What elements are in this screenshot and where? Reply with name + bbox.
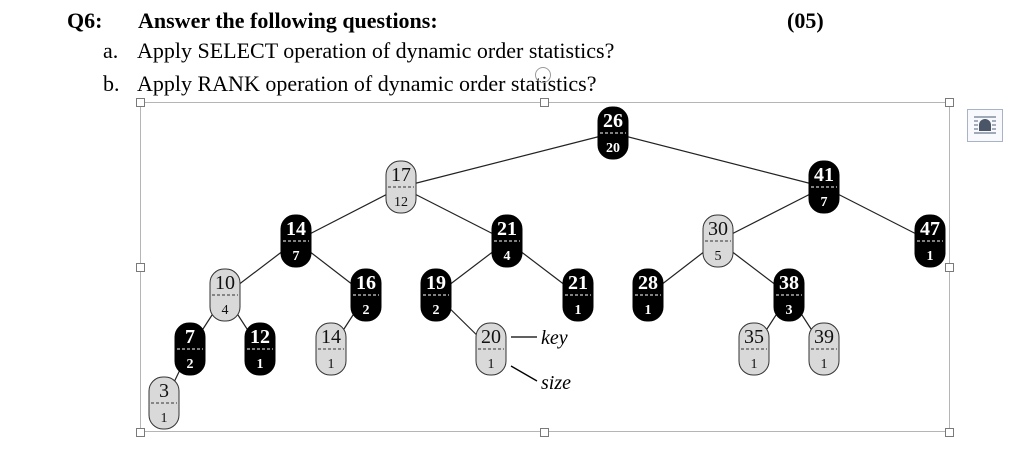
tree-node-n39: 39 1: [808, 322, 840, 376]
resize-handle-bottom-left[interactable]: [136, 428, 145, 437]
size-annotation: size: [541, 372, 571, 394]
resize-handle-right[interactable]: [945, 263, 954, 272]
tree-node-n20: 20 1: [475, 322, 507, 376]
rotate-handle-icon[interactable]: [535, 67, 551, 83]
node-size: 4: [222, 303, 229, 318]
tree-edge: [823, 186, 931, 242]
question-title: Answer the following questions:: [138, 8, 438, 33]
tree-node-n16: 16 2: [350, 268, 382, 322]
item-b-letter: b.: [103, 71, 120, 96]
tree-node-n38: 38 3: [773, 268, 805, 322]
tree-node-n12: 12 1: [244, 322, 276, 376]
node-key: 7: [185, 326, 195, 348]
resize-handle-bottom-right[interactable]: [945, 428, 954, 437]
node-size: 7: [821, 195, 828, 210]
tree-node-n28: 28 1: [632, 268, 664, 322]
item-a-letter: a.: [103, 38, 119, 63]
tree-node-n35: 35 1: [738, 322, 770, 376]
node-key: 35: [744, 326, 764, 348]
node-size: 1: [161, 411, 168, 426]
node-size: 1: [257, 357, 264, 372]
tree-edge: [400, 132, 614, 188]
tree-node-n26: 26 20: [597, 106, 629, 160]
size-leader-line: [510, 365, 538, 382]
tree-node-n7: 72: [174, 322, 206, 376]
tree-node-n14b: 14 1: [315, 322, 347, 376]
node-key: 30: [708, 218, 728, 240]
node-size: 1: [575, 303, 582, 318]
node-size: 3: [786, 303, 793, 318]
item-a-text: Apply SELECT operation of dynamic order …: [137, 38, 615, 63]
node-key: 26: [603, 110, 623, 132]
resize-handle-left[interactable]: [136, 263, 145, 272]
resize-handle-top[interactable]: [540, 98, 549, 107]
resize-handle-top-left[interactable]: [136, 98, 145, 107]
node-size: 1: [751, 357, 758, 372]
node-size: 5: [715, 249, 722, 264]
question-number: Q6:: [67, 8, 103, 33]
node-key: 38: [779, 272, 799, 294]
node-size: 4: [504, 249, 511, 264]
tree-node-n10: 10 4: [209, 268, 241, 322]
tree-node-n30: 30 5: [702, 214, 734, 268]
layout-options-button[interactable]: [967, 109, 1003, 142]
node-key: 39: [814, 326, 834, 348]
node-size: 20: [606, 141, 620, 156]
node-size: 2: [433, 303, 440, 318]
node-key: 20: [481, 326, 501, 348]
node-size: 1: [927, 249, 934, 264]
node-key: 17: [391, 164, 411, 186]
resize-handle-top-right[interactable]: [945, 98, 954, 107]
node-size: 2: [187, 357, 194, 372]
node-key: 21: [568, 272, 588, 294]
layout-options-icon: [974, 116, 996, 134]
node-key: 21: [497, 218, 517, 240]
tree-edge: [400, 186, 508, 242]
key-annotation: key: [541, 327, 568, 349]
node-key: 47: [920, 218, 940, 240]
node-size: 2: [363, 303, 370, 318]
tree-node-n19: 19 2: [420, 268, 452, 322]
node-key: 10: [215, 272, 235, 294]
tree-node-n14a: 14 7: [280, 214, 312, 268]
tree-node-n3: 31: [148, 376, 180, 430]
question-marks: (05): [787, 8, 824, 33]
node-key: 3: [159, 380, 169, 402]
node-size: 1: [821, 357, 828, 372]
node-key: 14: [321, 326, 341, 348]
node-key: 28: [638, 272, 658, 294]
node-key: 12: [250, 326, 270, 348]
node-key: 41: [814, 164, 834, 186]
node-key: 16: [356, 272, 376, 294]
tree-node-n41: 41 7: [808, 160, 840, 214]
node-size: 1: [645, 303, 652, 318]
tree-node-n21b: 21 1: [562, 268, 594, 322]
tree-edge: [717, 186, 825, 242]
node-size: 1: [488, 357, 495, 372]
tree-edge: [295, 186, 402, 242]
tree-edge: [612, 132, 825, 188]
item-b-text: Apply RANK operation of dynamic order st…: [137, 71, 597, 96]
tree-node-n21a: 21 4: [491, 214, 523, 268]
tree-node-n47: 47 1: [914, 214, 946, 268]
node-key: 19: [426, 272, 446, 294]
node-size: 7: [293, 249, 300, 264]
node-key: 14: [286, 218, 306, 240]
resize-handle-bottom[interactable]: [540, 428, 549, 437]
node-size: 12: [394, 195, 408, 210]
node-size: 1: [328, 357, 335, 372]
